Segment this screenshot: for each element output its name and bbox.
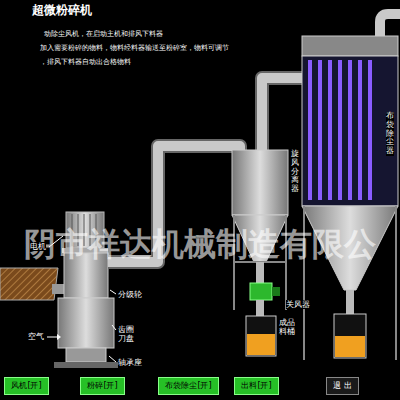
dust-fill: [335, 336, 365, 357]
control-button: 粉碎[开]: [80, 377, 125, 395]
button-label: 退 出: [333, 381, 352, 390]
exhaust-pipe: [380, 14, 400, 36]
feeder-throat: [52, 284, 64, 294]
part-label: 空气: [28, 332, 44, 341]
button-label: 布袋除尘[开]: [165, 381, 211, 390]
air-arrow: [47, 337, 57, 338]
part-label: 关风器: [286, 300, 310, 309]
bearing-seat: [66, 348, 106, 362]
button-label: 风机[开]: [11, 381, 41, 390]
leader-line: [112, 325, 116, 330]
discharge-pipe: [256, 262, 264, 284]
discharge-pipe: [256, 300, 264, 316]
part-label: 轴承座: [118, 358, 142, 367]
air-arrowhead: [57, 334, 61, 340]
part-label: 齿圈 刀盘: [118, 325, 136, 343]
filter-bags: [310, 60, 370, 200]
button-label: 粉碎[开]: [87, 381, 117, 390]
leader-line: [109, 356, 116, 362]
cyclone-cylinder: [232, 150, 288, 215]
valve-motor: [272, 287, 280, 296]
control-button: 退 出: [326, 377, 359, 395]
part-label: 布袋除尘器: [386, 112, 394, 156]
leader-line: [110, 290, 116, 294]
baghouse-top: [302, 36, 398, 56]
instruction-text: 加入需要粉碎的物料，物料经料器输送至粉碎室，物料可调节: [40, 44, 229, 52]
instruction-text: ，排风下料器自动出合格物料: [40, 58, 131, 66]
button-label: 出料[开]: [241, 381, 271, 390]
part-label: 旋风分离器: [291, 150, 299, 194]
control-button: 布袋除尘[开]: [158, 377, 219, 395]
product-bin: [246, 316, 276, 356]
control-button: 出料[开]: [234, 377, 279, 395]
title: 超微粉碎机: [32, 4, 92, 18]
part-label: 成品料桶: [279, 318, 297, 336]
rotary-valve: [250, 283, 272, 300]
control-button: 风机[开]: [4, 377, 49, 395]
mill-base: [54, 362, 118, 368]
part-label: 电机: [30, 242, 46, 251]
instruction-text: 动除尘风机，在启动主机和排风下料器: [44, 30, 163, 38]
grinding-chamber: [58, 298, 114, 348]
part-label: 分级轮: [118, 290, 142, 299]
baghouse-body: [302, 56, 398, 206]
watermark: 阴市祥达机械制造有限公: [24, 226, 376, 263]
product-fill: [247, 334, 275, 355]
screw-feeder: [0, 268, 58, 300]
dust-bin: [334, 314, 366, 358]
discharge-pipe: [346, 290, 354, 314]
